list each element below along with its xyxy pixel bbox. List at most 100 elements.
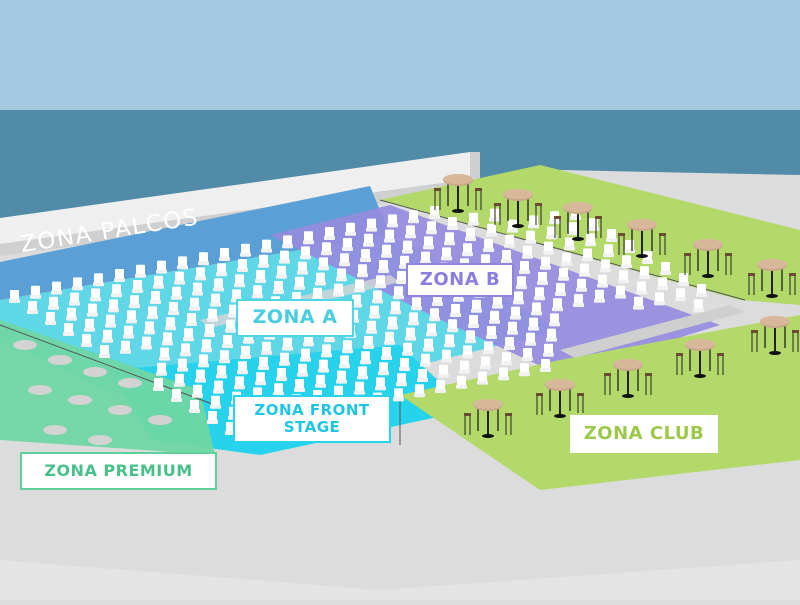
- chair: [573, 294, 584, 307]
- chair: [375, 275, 386, 289]
- chair: [342, 238, 353, 251]
- chair: [183, 328, 194, 342]
- chair: [300, 348, 311, 362]
- chair: [489, 310, 500, 324]
- chair: [255, 372, 266, 386]
- chair: [261, 341, 272, 355]
- chair: [498, 367, 509, 381]
- chair: [171, 286, 182, 300]
- chair: [513, 291, 524, 305]
- chair: [543, 241, 554, 255]
- chair: [465, 228, 476, 241]
- chair: [174, 373, 185, 387]
- chair: [582, 248, 593, 262]
- chair: [525, 332, 536, 346]
- chair: [660, 262, 671, 275]
- chair: [693, 299, 704, 313]
- chair: [492, 295, 503, 309]
- chair: [336, 370, 347, 384]
- chair: [225, 319, 236, 333]
- chair: [546, 328, 557, 342]
- chair: [366, 320, 377, 334]
- chair: [525, 230, 536, 244]
- chair: [504, 337, 515, 350]
- chair: [66, 307, 77, 321]
- chair: [102, 329, 113, 343]
- chair: [216, 263, 227, 277]
- chair: [510, 306, 521, 320]
- chair: [120, 340, 131, 354]
- low-table: [43, 425, 67, 435]
- back-wall-side: [470, 152, 480, 178]
- chair: [195, 369, 206, 383]
- chair: [318, 257, 329, 271]
- chair: [294, 276, 305, 290]
- chair: [48, 296, 59, 310]
- chair: [444, 334, 455, 348]
- chair: [252, 285, 263, 299]
- chair: [159, 347, 170, 361]
- chair: [162, 332, 173, 346]
- chair: [360, 351, 371, 365]
- chair: [393, 388, 404, 402]
- chair: [465, 330, 476, 344]
- chair: [219, 248, 230, 261]
- low-table: [108, 405, 132, 415]
- chair: [633, 296, 644, 310]
- chair: [276, 368, 287, 381]
- chair: [297, 363, 308, 377]
- chair: [354, 279, 365, 293]
- chair: [624, 240, 635, 253]
- chair: [261, 239, 272, 253]
- chair: [129, 295, 140, 309]
- chair: [405, 327, 416, 341]
- zona-front-stage-label-line2: STAGE: [283, 418, 341, 436]
- chair: [141, 336, 152, 350]
- chair: [438, 364, 449, 378]
- chair: [111, 284, 122, 298]
- chair: [45, 312, 56, 325]
- chair: [606, 229, 617, 242]
- low-table: [88, 435, 112, 445]
- ground-front: [0, 560, 800, 600]
- chair: [192, 384, 203, 398]
- chair: [282, 235, 293, 249]
- chair: [519, 261, 530, 274]
- zona-b-label: ZONA B: [406, 263, 514, 297]
- chair: [360, 249, 371, 262]
- chair: [324, 227, 335, 240]
- low-table: [68, 395, 92, 405]
- chair: [342, 340, 353, 354]
- chair: [84, 318, 95, 332]
- chair: [366, 218, 377, 232]
- chair: [369, 305, 380, 319]
- zona-premium-label: ZONA PREMIUM: [20, 452, 217, 490]
- chair: [459, 360, 470, 374]
- chair: [213, 380, 224, 394]
- chair: [276, 265, 287, 279]
- chair: [99, 345, 110, 358]
- chair: [696, 284, 707, 297]
- chair: [198, 354, 209, 368]
- chair: [282, 337, 293, 351]
- walkway: [560, 305, 745, 358]
- zona-front-stage-label: ZONA FRONT STAGE: [233, 395, 391, 443]
- chair: [378, 362, 389, 376]
- chair: [186, 313, 197, 326]
- chair: [315, 272, 326, 286]
- chair: [528, 317, 539, 331]
- chair: [303, 231, 314, 245]
- chair: [378, 260, 389, 273]
- chair: [237, 259, 248, 272]
- chair: [420, 353, 431, 367]
- chair: [462, 345, 473, 359]
- chair: [483, 341, 494, 355]
- chair: [534, 287, 545, 301]
- chair: [561, 252, 572, 266]
- chair: [87, 303, 98, 317]
- chair: [135, 264, 146, 278]
- low-table: [83, 367, 107, 377]
- low-table: [13, 340, 37, 350]
- chair: [90, 288, 101, 302]
